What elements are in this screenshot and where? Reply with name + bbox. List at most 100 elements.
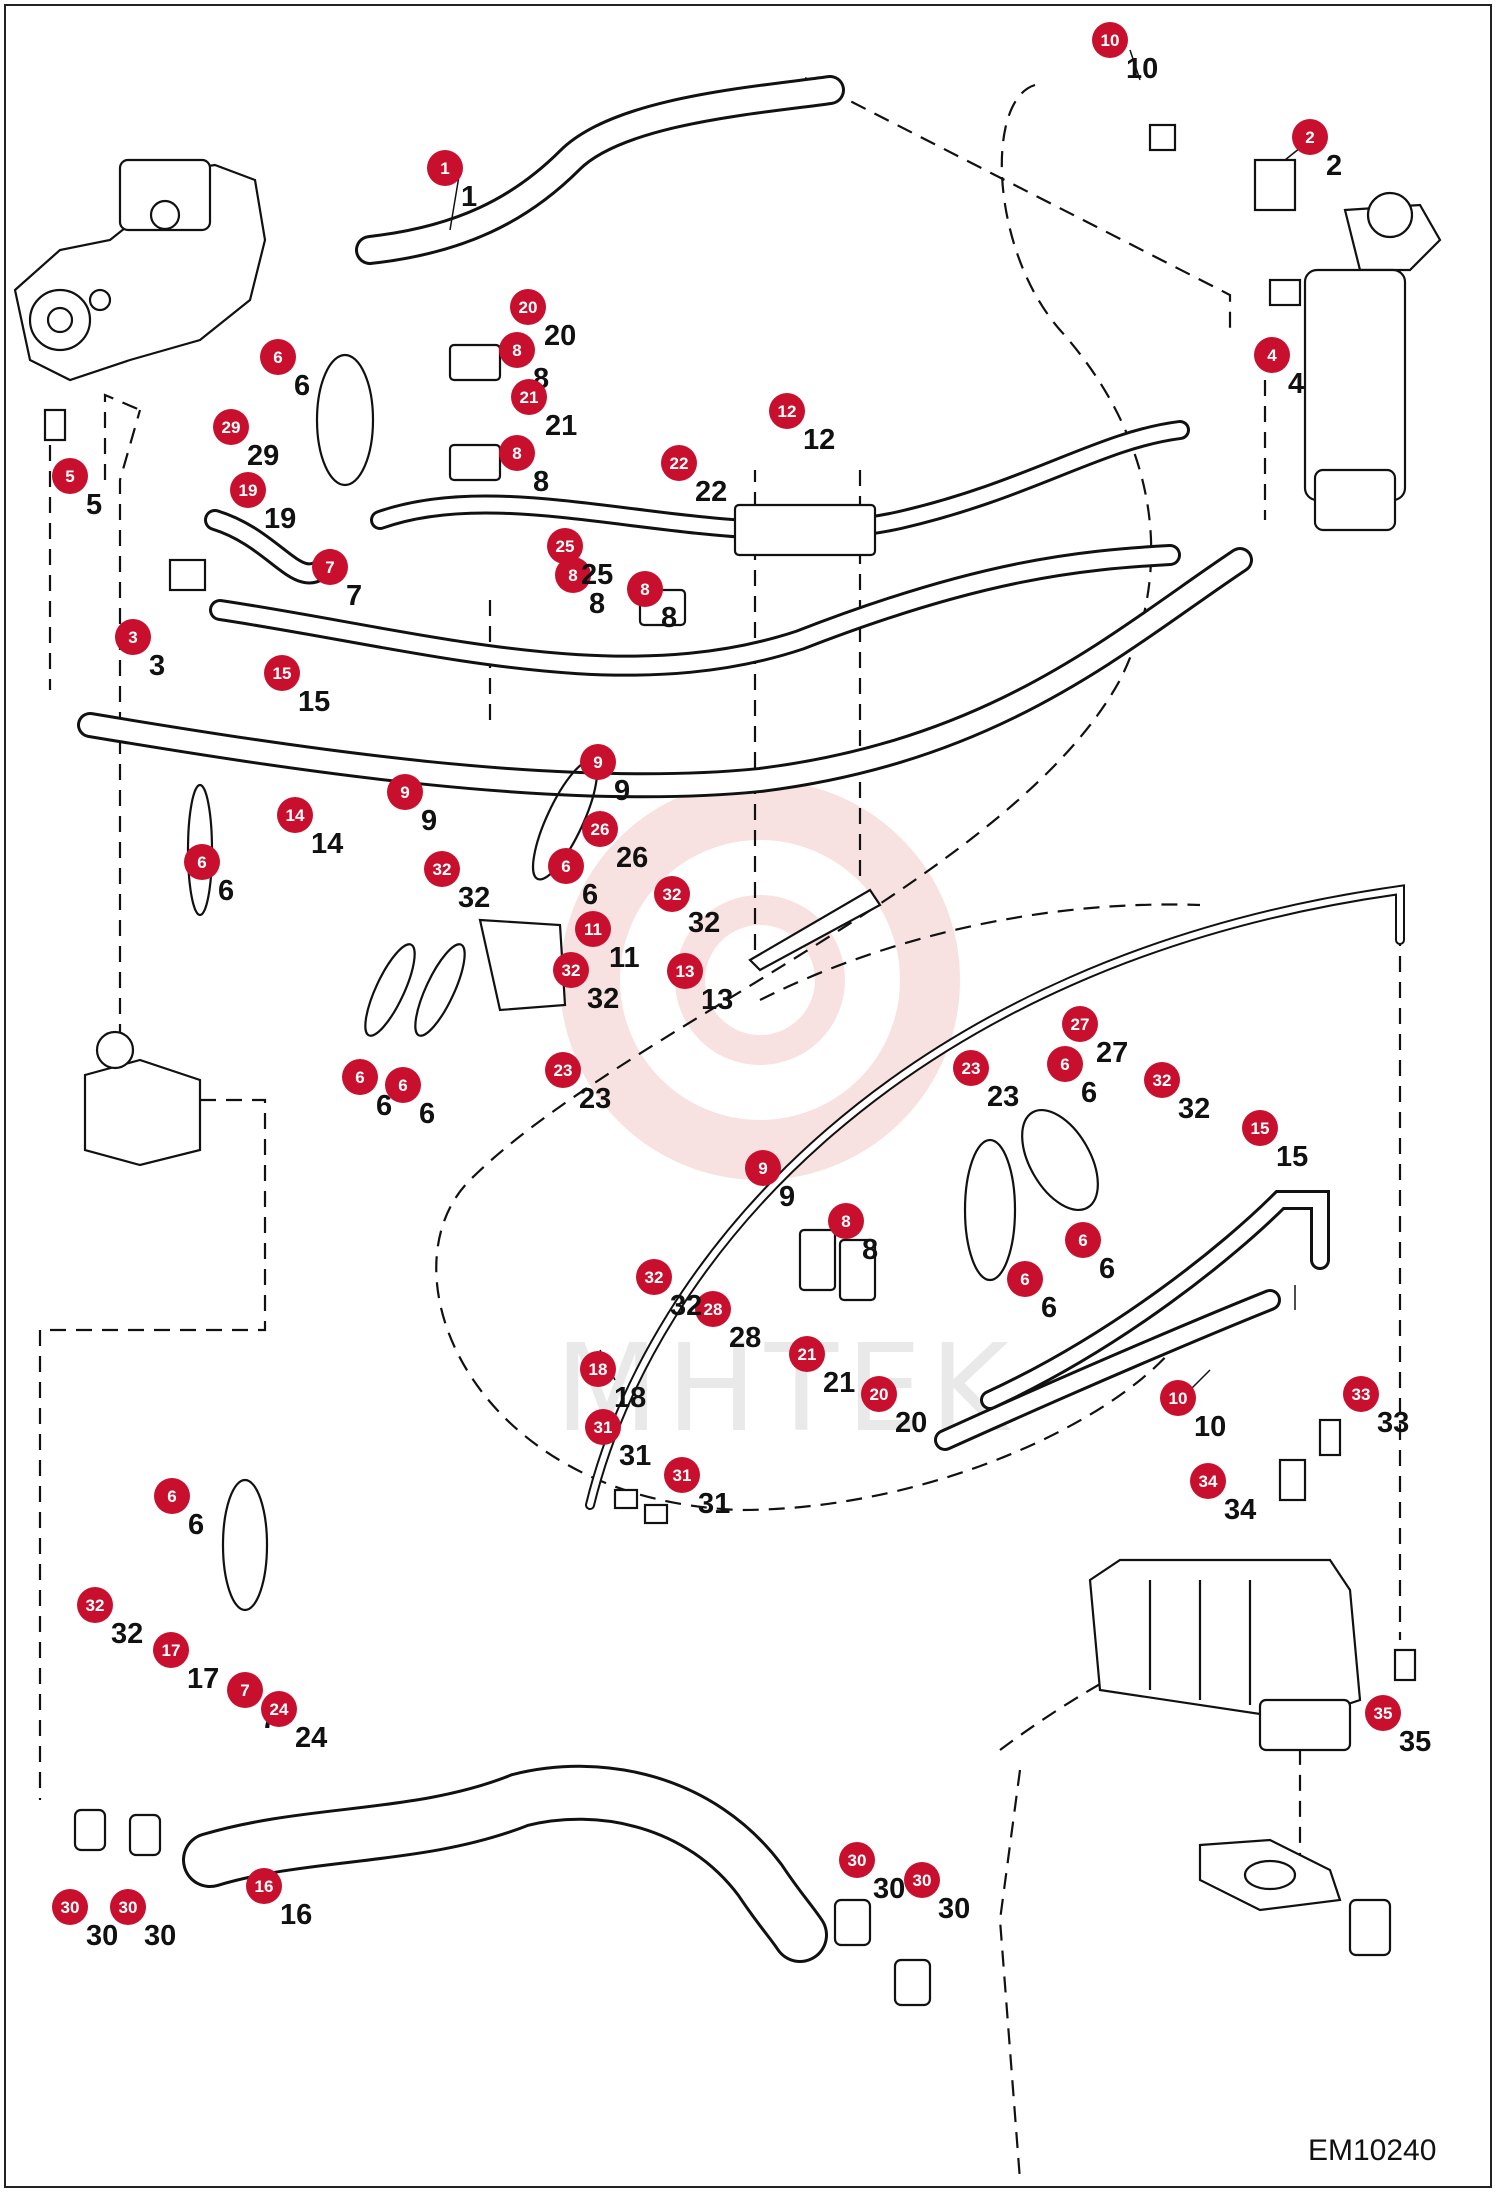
callout-badge-circle (548, 848, 584, 884)
callout-badge-circle (1092, 22, 1128, 58)
callout-badge-number: 14 (286, 806, 305, 825)
callout-2: 22 (1292, 119, 1342, 182)
callout-part-number: 7 (346, 580, 362, 612)
callout-6: 66 (1007, 1261, 1057, 1324)
callout-part-number: 6 (218, 875, 234, 907)
callout-part-number: 24 (295, 1722, 327, 1754)
callout-6: 66 (548, 848, 598, 911)
callout-badge-circle (213, 409, 249, 445)
callout-badge-number: 23 (554, 1061, 573, 1080)
callout-badge-number: 3 (128, 628, 137, 647)
callout-badge-circle (277, 797, 313, 833)
callout-badge-number: 30 (913, 1871, 932, 1890)
callout-6: 66 (1065, 1222, 1115, 1285)
callout-part-number: 10 (1194, 1411, 1226, 1443)
callout-badge-number: 32 (562, 961, 581, 980)
callout-part-number: 30 (144, 1920, 176, 1952)
callout-part-number: 9 (421, 805, 437, 837)
callout-32: 32 32 (553, 952, 619, 1015)
callout-badge-circle (1365, 1695, 1401, 1731)
callout-part-number: 3 (149, 650, 165, 682)
callout-part-number: 9 (779, 1181, 795, 1213)
watermark: MHTEK (555, 780, 1009, 1459)
callout-8: 88 (555, 557, 605, 620)
callout-badge-number: 6 (398, 1076, 407, 1095)
callout-badge-number: 9 (593, 753, 602, 772)
callout-part-number: 2 (1326, 150, 1342, 182)
callout-part-number: 18 (614, 1382, 646, 1414)
callout-part-number: 8 (661, 602, 677, 634)
callout-part-number: 34 (1224, 1494, 1256, 1526)
callout-badge-number: 32 (433, 860, 452, 879)
callout-badge-number: 6 (561, 857, 570, 876)
callout-badge-number: 4 (1267, 346, 1277, 365)
callout-badge-number: 16 (255, 1877, 274, 1896)
callout-badge-number: 30 (61, 1898, 80, 1917)
callout-part-number: 28 (729, 1322, 761, 1354)
callout-6: 66 (154, 1478, 204, 1541)
callout-part-number: 29 (247, 440, 279, 472)
callout-badge-circle (636, 1259, 672, 1295)
hose-clamps (448, 343, 882, 1302)
callout-badge-number: 18 (589, 1360, 608, 1379)
callout-part-number: 6 (1081, 1077, 1097, 1109)
fittings (43, 123, 1417, 2007)
callout-6: 66 (385, 1067, 435, 1130)
callout-part-number: 32 (688, 907, 720, 939)
callout-badge-number: 21 (798, 1345, 817, 1364)
callout-part-number: 16 (280, 1899, 312, 1931)
callout-badge-circle (230, 472, 266, 508)
callout-badge-number: 9 (400, 783, 409, 802)
callout-part-number: 13 (701, 984, 733, 1016)
callout-badge-circle (387, 774, 423, 810)
callout-badge-circle (1047, 1046, 1083, 1082)
callout-6: 66 (184, 844, 234, 907)
callout-badge-circle (1062, 1006, 1098, 1042)
callout-badge-circle (627, 571, 663, 607)
callout-badge-number: 12 (778, 402, 797, 421)
callout-part-number: 6 (376, 1090, 392, 1122)
callout-badge-circle (1242, 1110, 1278, 1146)
callout-part-number: 32 (587, 983, 619, 1015)
callout-badge-circle (828, 1203, 864, 1239)
callout-badge-number: 6 (167, 1487, 176, 1506)
callout-badge-circle (582, 811, 618, 847)
callout-badge-number: 6 (273, 348, 282, 367)
callout-badge-number: 6 (1060, 1055, 1069, 1074)
callout-part-number: 5 (86, 489, 102, 521)
callout-badge-circle (110, 1889, 146, 1925)
callout-badge-number: 30 (848, 1851, 867, 1870)
callout-badge-number: 9 (758, 1159, 767, 1178)
callout-6: 66 (260, 339, 310, 402)
callout-9: 99 (580, 744, 630, 807)
callout-badge-circle (385, 1067, 421, 1103)
callout-part-number: 30 (86, 1920, 118, 1952)
callout-part-number: 8 (862, 1234, 878, 1266)
callout-badge-circle (555, 557, 591, 593)
hydraulic-filter (1303, 191, 1442, 532)
callout-8: 88 (828, 1203, 878, 1266)
callout-badge-circle (342, 1059, 378, 1095)
callout-badge-number: 8 (640, 580, 649, 599)
callout-6: 66 (1047, 1046, 1097, 1109)
callout-badge-circle (664, 1457, 700, 1493)
callout-badge-circle (424, 851, 460, 887)
callout-part-number: 8 (533, 466, 549, 498)
callout-badge-circle (1190, 1463, 1226, 1499)
callout-badge-circle (861, 1376, 897, 1412)
callout-part-number: 31 (619, 1440, 651, 1472)
callout-badge-number: 6 (1078, 1231, 1087, 1250)
callout-part-number: 4 (1288, 368, 1304, 400)
valve-block (1088, 1558, 1362, 1752)
